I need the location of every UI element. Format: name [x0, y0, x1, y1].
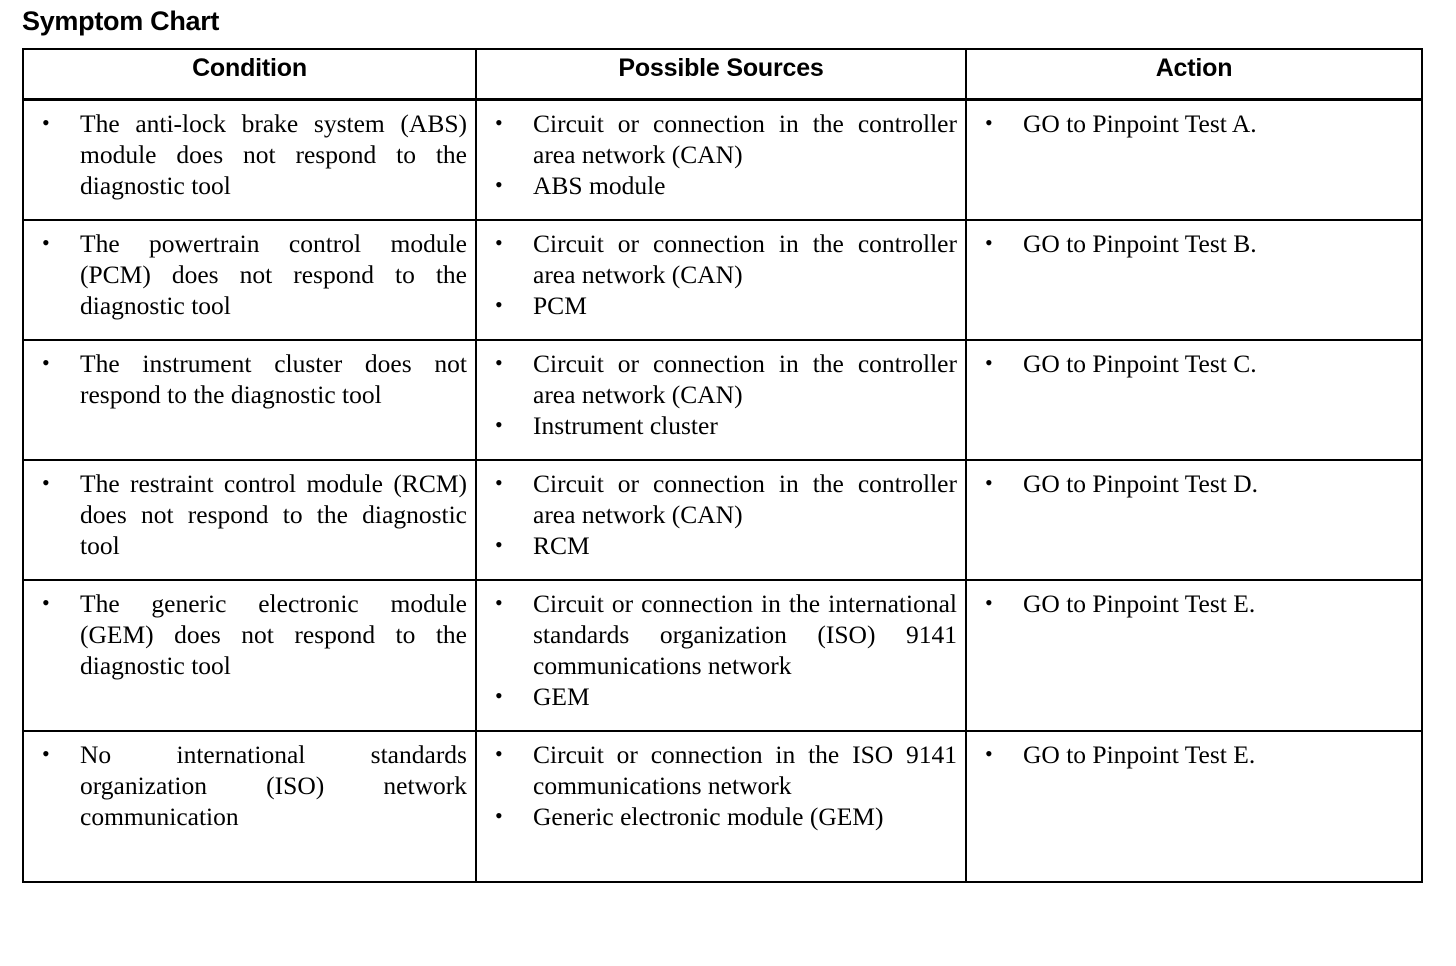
bullet-list: GO to Pinpoint Test E. — [967, 738, 1417, 770]
cell-possible-sources: Circuit or connection in the controller … — [475, 339, 967, 461]
bullet-list: GO to Pinpoint Test B. — [967, 227, 1417, 259]
bullet-list: Circuit or connection in the ISO 9141 co… — [477, 738, 957, 832]
cell-action: GO to Pinpoint Test C. — [965, 339, 1423, 461]
bullet-item: Circuit or connection in the controller … — [477, 107, 957, 170]
cell-action: GO to Pinpoint Test B. — [965, 219, 1423, 341]
bullet-item: GO to Pinpoint Test B. — [967, 227, 1417, 259]
cell-content: Circuit or connection in the internation… — [477, 581, 965, 721]
cell-condition: The powertrain control module (PCM) does… — [22, 219, 477, 341]
symptom-chart-table: Condition Possible Sources Action The an… — [22, 48, 1423, 883]
table-row: The instrument cluster does not respond … — [22, 339, 1423, 461]
bullet-list: GO to Pinpoint Test D. — [967, 467, 1417, 499]
cell-content: GO to Pinpoint Test E. — [967, 732, 1421, 779]
table-row: The powertrain control module (PCM) does… — [22, 219, 1423, 341]
bullet-list: Circuit or connection in the controller … — [477, 227, 957, 321]
bullet-list: GO to Pinpoint Test C. — [967, 347, 1417, 379]
cell-content: No international standards organization … — [24, 732, 475, 841]
bullet-item: Generic electronic module (GEM) — [477, 800, 957, 832]
column-header-action: Action — [965, 48, 1423, 101]
cell-action: GO to Pinpoint Test A. — [965, 98, 1423, 221]
cell-action: GO to Pinpoint Test E. — [965, 579, 1423, 732]
bullet-list: Circuit or connection in the controller … — [477, 467, 957, 561]
cell-content: Circuit or connection in the controller … — [477, 221, 965, 330]
bullet-item: GO to Pinpoint Test C. — [967, 347, 1417, 379]
cell-content: Circuit or connection in the controller … — [477, 341, 965, 450]
cell-possible-sources: Circuit or connection in the controller … — [475, 98, 967, 221]
bullet-item: GO to Pinpoint Test A. — [967, 107, 1417, 139]
cell-possible-sources: Circuit or connection in the internation… — [475, 579, 967, 732]
column-header-possible-sources: Possible Sources — [475, 48, 967, 101]
bullet-item: Instrument cluster — [477, 409, 957, 441]
bullet-item: The restraint control module (RCM) does … — [24, 467, 467, 561]
page-title: Symptom Chart — [22, 6, 220, 36]
cell-condition: The instrument cluster does not respond … — [22, 339, 477, 461]
cell-condition: The anti-lock brake system (ABS) module … — [22, 98, 477, 221]
bullet-item: GO to Pinpoint Test E. — [967, 738, 1417, 770]
bullet-item: GO to Pinpoint Test E. — [967, 587, 1417, 619]
table-row: The restraint control module (RCM) does … — [22, 459, 1423, 581]
table-body: The anti-lock brake system (ABS) module … — [22, 98, 1423, 883]
cell-condition: No international standards organization … — [22, 730, 477, 883]
cell-condition: The generic electronic module (GEM) does… — [22, 579, 477, 732]
bullet-item: GEM — [477, 680, 957, 712]
cell-content: The instrument cluster does not respond … — [24, 341, 475, 419]
bullet-item: Circuit or connection in the controller … — [477, 347, 957, 410]
cell-content: GO to Pinpoint Test B. — [967, 221, 1421, 268]
bullet-item: Circuit or connection in the controller … — [477, 227, 957, 290]
cell-content: GO to Pinpoint Test E. — [967, 581, 1421, 628]
table-row: The generic electronic module (GEM) does… — [22, 579, 1423, 732]
column-header-condition: Condition — [22, 48, 477, 101]
bullet-list: No international standards organization … — [24, 738, 467, 832]
bullet-item: Circuit or connection in the internation… — [477, 587, 957, 681]
cell-content: Circuit or connection in the controller … — [477, 461, 965, 570]
table-header-row: Condition Possible Sources Action — [22, 48, 1423, 101]
cell-possible-sources: Circuit or connection in the controller … — [475, 219, 967, 341]
cell-content: GO to Pinpoint Test C. — [967, 341, 1421, 388]
bullet-item: PCM — [477, 289, 957, 321]
bullet-list: The anti-lock brake system (ABS) module … — [24, 107, 467, 201]
cell-possible-sources: Circuit or connection in the controller … — [475, 459, 967, 581]
bullet-list: The restraint control module (RCM) does … — [24, 467, 467, 561]
cell-content: GO to Pinpoint Test D. — [967, 461, 1421, 508]
bullet-item: No international standards organization … — [24, 738, 467, 832]
cell-content: GO to Pinpoint Test A. — [967, 101, 1421, 148]
bullet-item: ABS module — [477, 169, 957, 201]
bullet-list: The generic electronic module (GEM) does… — [24, 587, 467, 681]
bullet-list: GO to Pinpoint Test A. — [967, 107, 1417, 139]
cell-action: GO to Pinpoint Test D. — [965, 459, 1423, 581]
bullet-list: Circuit or connection in the internation… — [477, 587, 957, 712]
bullet-list: GO to Pinpoint Test E. — [967, 587, 1417, 619]
cell-content: Circuit or connection in the controller … — [477, 101, 965, 210]
cell-content: The anti-lock brake system (ABS) module … — [24, 101, 475, 210]
table-header: Condition Possible Sources Action — [22, 48, 1423, 101]
bullet-list: Circuit or connection in the controller … — [477, 347, 957, 441]
bullet-item: The anti-lock brake system (ABS) module … — [24, 107, 467, 201]
bullet-list: Circuit or connection in the controller … — [477, 107, 957, 201]
bullet-list: The instrument cluster does not respond … — [24, 347, 467, 410]
bullet-item: The instrument cluster does not respond … — [24, 347, 467, 410]
cell-possible-sources: Circuit or connection in the ISO 9141 co… — [475, 730, 967, 883]
bullet-item: The powertrain control module (PCM) does… — [24, 227, 467, 321]
cell-condition: The restraint control module (RCM) does … — [22, 459, 477, 581]
bullet-item: The generic electronic module (GEM) does… — [24, 587, 467, 681]
bullet-item: RCM — [477, 529, 957, 561]
cell-action: GO to Pinpoint Test E. — [965, 730, 1423, 883]
table-row: No international standards organization … — [22, 730, 1423, 883]
bullet-list: The powertrain control module (PCM) does… — [24, 227, 467, 321]
cell-content: Circuit or connection in the ISO 9141 co… — [477, 732, 965, 841]
cell-content: The powertrain control module (PCM) does… — [24, 221, 475, 330]
cell-content: The generic electronic module (GEM) does… — [24, 581, 475, 690]
table-row: The anti-lock brake system (ABS) module … — [22, 98, 1423, 221]
bullet-item: Circuit or connection in the controller … — [477, 467, 957, 530]
bullet-item: Circuit or connection in the ISO 9141 co… — [477, 738, 957, 801]
bullet-item: GO to Pinpoint Test D. — [967, 467, 1417, 499]
cell-content: The restraint control module (RCM) does … — [24, 461, 475, 570]
